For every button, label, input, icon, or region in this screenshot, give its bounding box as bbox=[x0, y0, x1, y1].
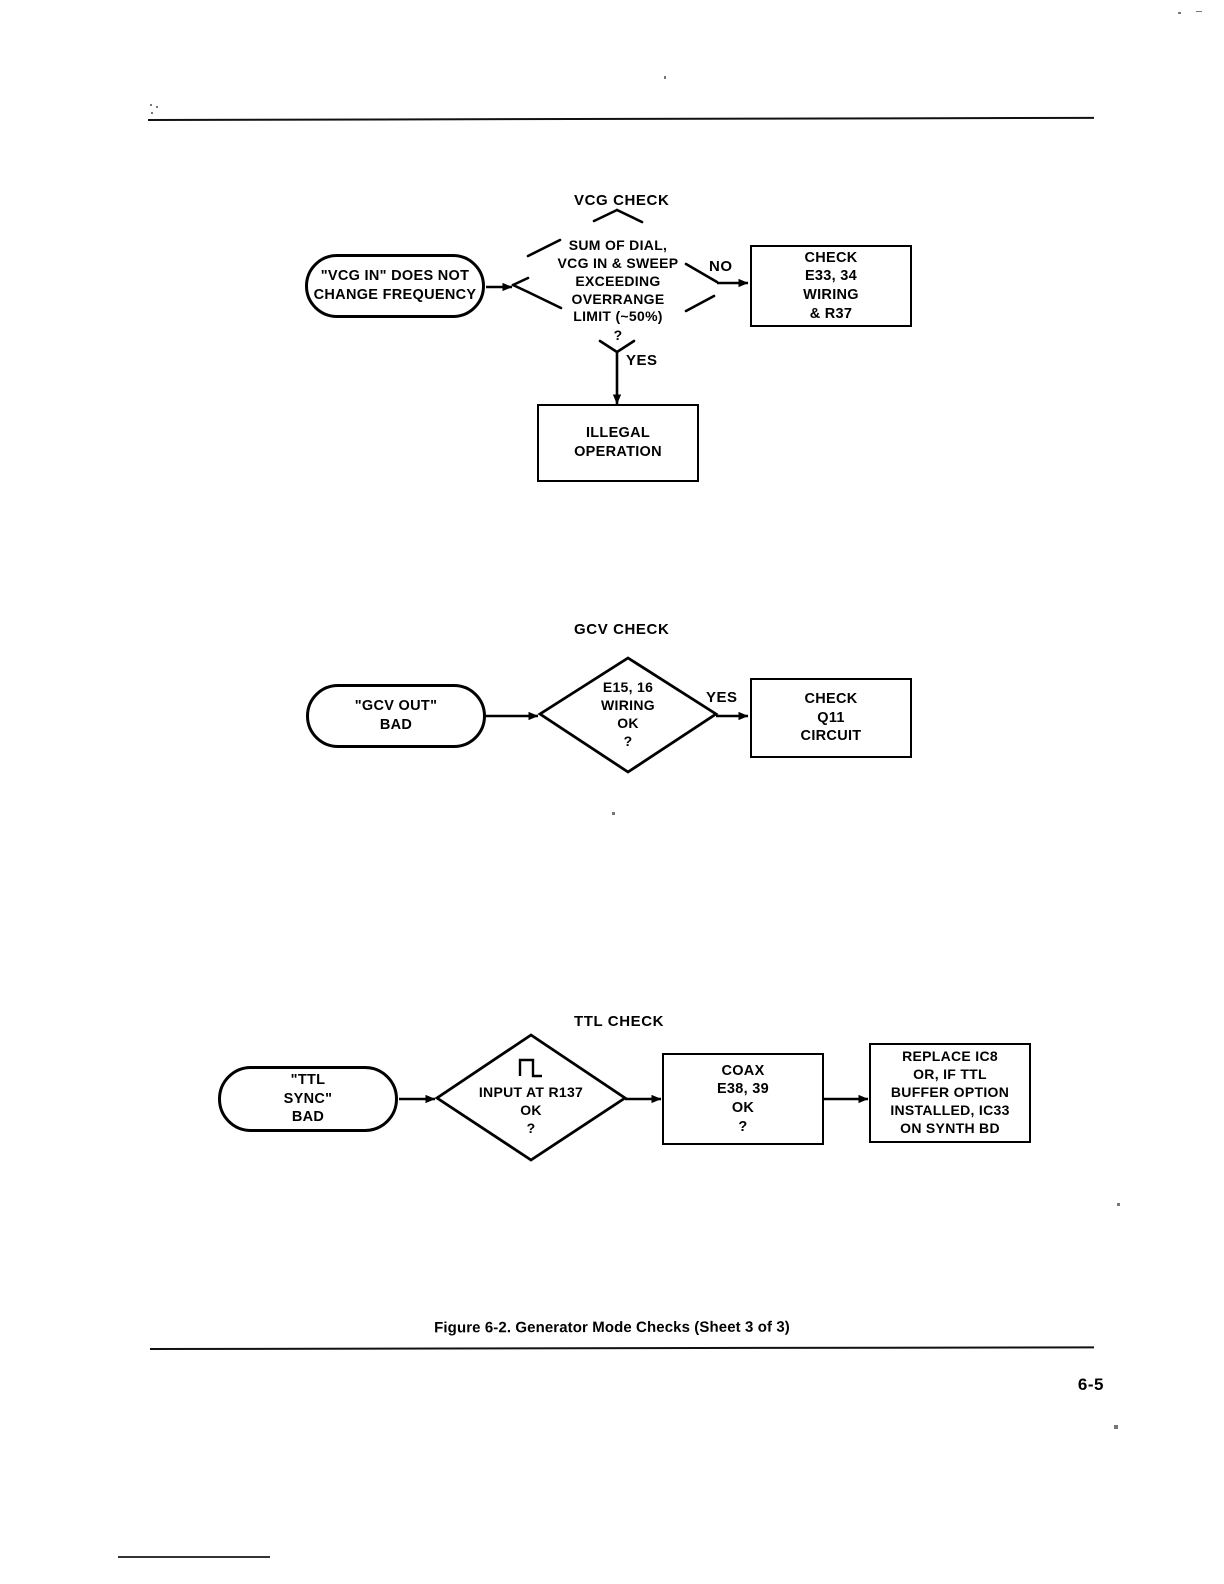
process-line-2: OPERATION bbox=[574, 444, 662, 460]
decision-line-5: LIMIT (~50%) bbox=[573, 308, 663, 325]
process-line-4: INSTALLED, IC33 bbox=[890, 1101, 1010, 1118]
process-line-2: OR, IF TTL bbox=[913, 1066, 987, 1083]
terminal-line-2: SYNC" bbox=[283, 1090, 333, 1107]
process-coax-e38-39-ok: COAX E38, 39 OK ? bbox=[662, 1053, 824, 1145]
terminal-vcg-in-does-not-change-frequency: "VCG IN" DOES NOT CHANGE FREQUENCY bbox=[305, 254, 485, 318]
decision-vcg-overrange-limit: SUM OF DIAL, VCG IN & SWEEP EXCEEDING OV… bbox=[540, 236, 696, 346]
section-title-gcv: GCV CHECK bbox=[574, 621, 670, 638]
terminal-line-2: CHANGE FREQUENCY bbox=[313, 287, 477, 303]
decision-gcv-e15-16-wiring-ok: E15, 16 WIRING OK ? bbox=[570, 670, 686, 760]
process-line-5: ON SYNTH BD bbox=[900, 1119, 1000, 1136]
terminal-gcv-out-bad: "GCV OUT" BAD bbox=[306, 684, 486, 748]
process-check-q11-circuit: CHECK Q11 CIRCUIT bbox=[750, 678, 912, 758]
section-title-ttl: TTL CHECK bbox=[574, 1013, 665, 1030]
edge-label-gcv-yes: YES bbox=[706, 689, 738, 706]
section-title-vcg: VCG CHECK bbox=[574, 192, 670, 209]
scan-speck bbox=[156, 106, 158, 108]
terminal-line-2: BAD bbox=[379, 717, 413, 733]
decision-line-1: SUM OF DIAL, bbox=[568, 236, 668, 253]
process-question-mark: ? bbox=[738, 1118, 748, 1135]
terminal-ttl-sync-bad: "TTL SYNC" BAD bbox=[218, 1066, 398, 1132]
terminal-line-3: BAD bbox=[291, 1109, 325, 1126]
bottom-edge-mark bbox=[118, 1556, 270, 1558]
edge-label-vcg-no: NO bbox=[709, 258, 733, 275]
process-illegal-operation: ILLEGAL OPERATION bbox=[537, 404, 699, 482]
decision-question-mark: ? bbox=[613, 327, 623, 344]
terminal-line-1: "TTL bbox=[290, 1072, 326, 1089]
caption-rule bbox=[149, 1346, 1095, 1350]
process-line-2: E38, 39 bbox=[716, 1081, 770, 1098]
process-line-3: BUFFER OPTION bbox=[890, 1084, 1010, 1101]
scan-speck bbox=[1117, 1203, 1120, 1206]
decision-line-2: VCG IN & SWEEP bbox=[557, 254, 679, 271]
scan-speck bbox=[1114, 1425, 1118, 1429]
decision-line-2: WIRING bbox=[601, 697, 655, 714]
process-line-1: ILLEGAL bbox=[585, 425, 651, 442]
figure-caption: Figure 6-2. Generator Mode Checks (Sheet… bbox=[434, 1318, 790, 1337]
process-line-3: WIRING bbox=[803, 287, 859, 303]
process-line-3: CIRCUIT bbox=[800, 728, 862, 745]
process-line-1: REPLACE IC8 bbox=[902, 1048, 998, 1065]
decision-line-3: OK bbox=[617, 715, 639, 731]
process-line-1: CHECK bbox=[804, 691, 858, 708]
process-line-1: CHECK bbox=[804, 249, 858, 266]
decision-line-2: OK bbox=[520, 1102, 542, 1119]
edge-label-vcg-yes: YES bbox=[626, 352, 658, 369]
terminal-line-1: "GCV OUT" bbox=[354, 698, 438, 715]
decision-ttl-input-at-r137-ok: INPUT AT R137 OK ? bbox=[456, 1080, 606, 1142]
scan-speck bbox=[151, 112, 153, 114]
page-number: 6-5 bbox=[1077, 1375, 1104, 1394]
process-replace-ic8-or-ic33: REPLACE IC8 OR, IF TTL BUFFER OPTION INS… bbox=[869, 1043, 1031, 1143]
scan-speck bbox=[664, 76, 666, 79]
process-line-1: COAX bbox=[721, 1062, 765, 1079]
scan-speck bbox=[612, 812, 615, 815]
decision-line-3: EXCEEDING bbox=[575, 272, 661, 289]
scan-speck bbox=[150, 104, 152, 106]
scan-speck bbox=[1196, 11, 1202, 12]
pulse-waveform-icon bbox=[516, 1056, 548, 1080]
decision-line-4: OVERRANGE bbox=[571, 290, 665, 307]
decision-question-mark: ? bbox=[623, 732, 633, 749]
process-check-e33-34-wiring-r37: CHECK E33, 34 WIRING & R37 bbox=[750, 245, 912, 327]
process-line-3: OK bbox=[731, 1100, 755, 1116]
scan-speck bbox=[1178, 12, 1181, 14]
process-line-2: Q11 bbox=[817, 709, 845, 726]
process-line-4: & R37 bbox=[809, 305, 853, 322]
terminal-line-1: "VCG IN" DOES NOT bbox=[320, 268, 470, 285]
decision-question-mark: ? bbox=[526, 1119, 536, 1136]
decision-line-1: INPUT AT R137 bbox=[478, 1084, 584, 1101]
decision-line-1: E15, 16 bbox=[602, 679, 654, 696]
header-rule bbox=[147, 116, 1094, 121]
process-line-2: E33, 34 bbox=[804, 268, 858, 285]
